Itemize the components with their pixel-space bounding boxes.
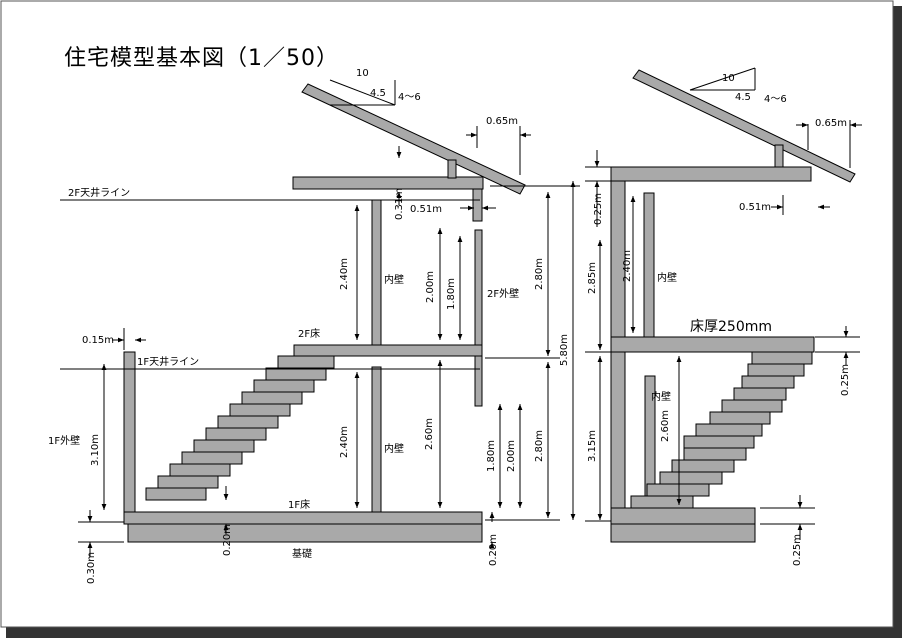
floor-thickness-label: 床厚250mm (690, 319, 772, 335)
dim-200-2f: 2.00m (425, 271, 436, 303)
right-dimensions (585, 67, 862, 540)
inner-wall-right-2f (643, 192, 655, 339)
dim-280-2f: 2.80m (534, 258, 545, 290)
dim-051-left: 0.51m (410, 204, 442, 215)
dim-260-right: 2.60m (660, 410, 671, 442)
slope-10-right: 10 (722, 73, 735, 84)
dim-280-1f: 2.80m (534, 430, 545, 462)
dim-240-right: 2.40m (622, 250, 633, 282)
dim-031: 0.31m (394, 188, 405, 220)
dim-030: 0.30m (86, 552, 97, 584)
ceiling-1f-label: 1F天井ライン (137, 355, 199, 368)
dim-025-bottom: 0.25m (792, 534, 803, 566)
ceiling-beam-right (610, 166, 812, 182)
roof-post (447, 159, 457, 179)
floor-right-1f (610, 507, 756, 525)
left-section (123, 83, 526, 543)
inner-wall-1f (371, 366, 382, 514)
floor-1f (123, 511, 483, 525)
slope-pitch-left: 4〜6 (398, 92, 421, 103)
dim-580: 5.80m (559, 334, 570, 366)
outer-wall-2f-column (472, 188, 483, 222)
dim-065-right: 0.65m (815, 118, 847, 129)
dim-285: 2.85m (587, 262, 598, 294)
dim-025-mid: 0.25m (840, 364, 851, 396)
dim-310: 3.10m (90, 434, 101, 466)
stairs-right (630, 351, 813, 509)
right-section (610, 69, 856, 543)
outer-wall-1f (123, 351, 136, 523)
slope-pitch-right: 4〜6 (764, 94, 787, 105)
stairs-left (145, 355, 335, 501)
inner-wall-1f-label: 内壁 (384, 442, 404, 455)
foundation-right (610, 523, 756, 543)
dim-180-1f: 1.80m (486, 440, 497, 472)
inner-wall-2f (371, 199, 382, 346)
dim-015: 0.15m (82, 335, 114, 346)
outer-wall-1f-label: 1F外壁 (48, 434, 80, 447)
dim-240-2f: 2.40m (339, 258, 350, 290)
dim-180-2f: 1.80m (446, 278, 457, 310)
dim-025-top: 0.25m (593, 193, 604, 225)
floor-right (610, 336, 815, 353)
ceiling-beam-2f (292, 176, 484, 190)
slope-45-right: 4.5 (735, 92, 751, 103)
foundation-label: 基礎 (292, 547, 312, 560)
inner-wall-right-2f-label: 内壁 (657, 271, 677, 284)
left-dimensions (60, 79, 580, 557)
dim-200-1f: 2.00m (506, 440, 517, 472)
dim-260-1f: 2.60m (424, 418, 435, 450)
floor-2f-label: 2F床 (298, 327, 320, 340)
dim-240-1f: 2.40m (339, 426, 350, 458)
slope-45-left: 4.5 (370, 88, 386, 99)
floor-2f (293, 344, 483, 357)
page-title: 住宅模型基本図（1／50） (64, 46, 339, 71)
dim-315: 3.15m (587, 430, 598, 462)
outer-wall-2f-label: 2F外壁 (487, 287, 519, 300)
foundation-left (127, 523, 483, 543)
slope-10-left: 10 (356, 68, 369, 79)
floor-1f-label: 1F床 (288, 498, 310, 511)
inner-wall-2f-label: 内壁 (384, 273, 404, 286)
dim-020-b: 0.20m (488, 534, 499, 566)
inner-wall-right-1f-label: 内壁 (651, 390, 671, 403)
dim-065-left: 0.65m (486, 116, 518, 127)
roof-left (301, 83, 526, 195)
ceiling-2f-label: 2F天井ライン (68, 186, 130, 199)
dim-051-right: 0.51m (739, 202, 771, 213)
dim-020-a: 0.20m (222, 524, 233, 556)
